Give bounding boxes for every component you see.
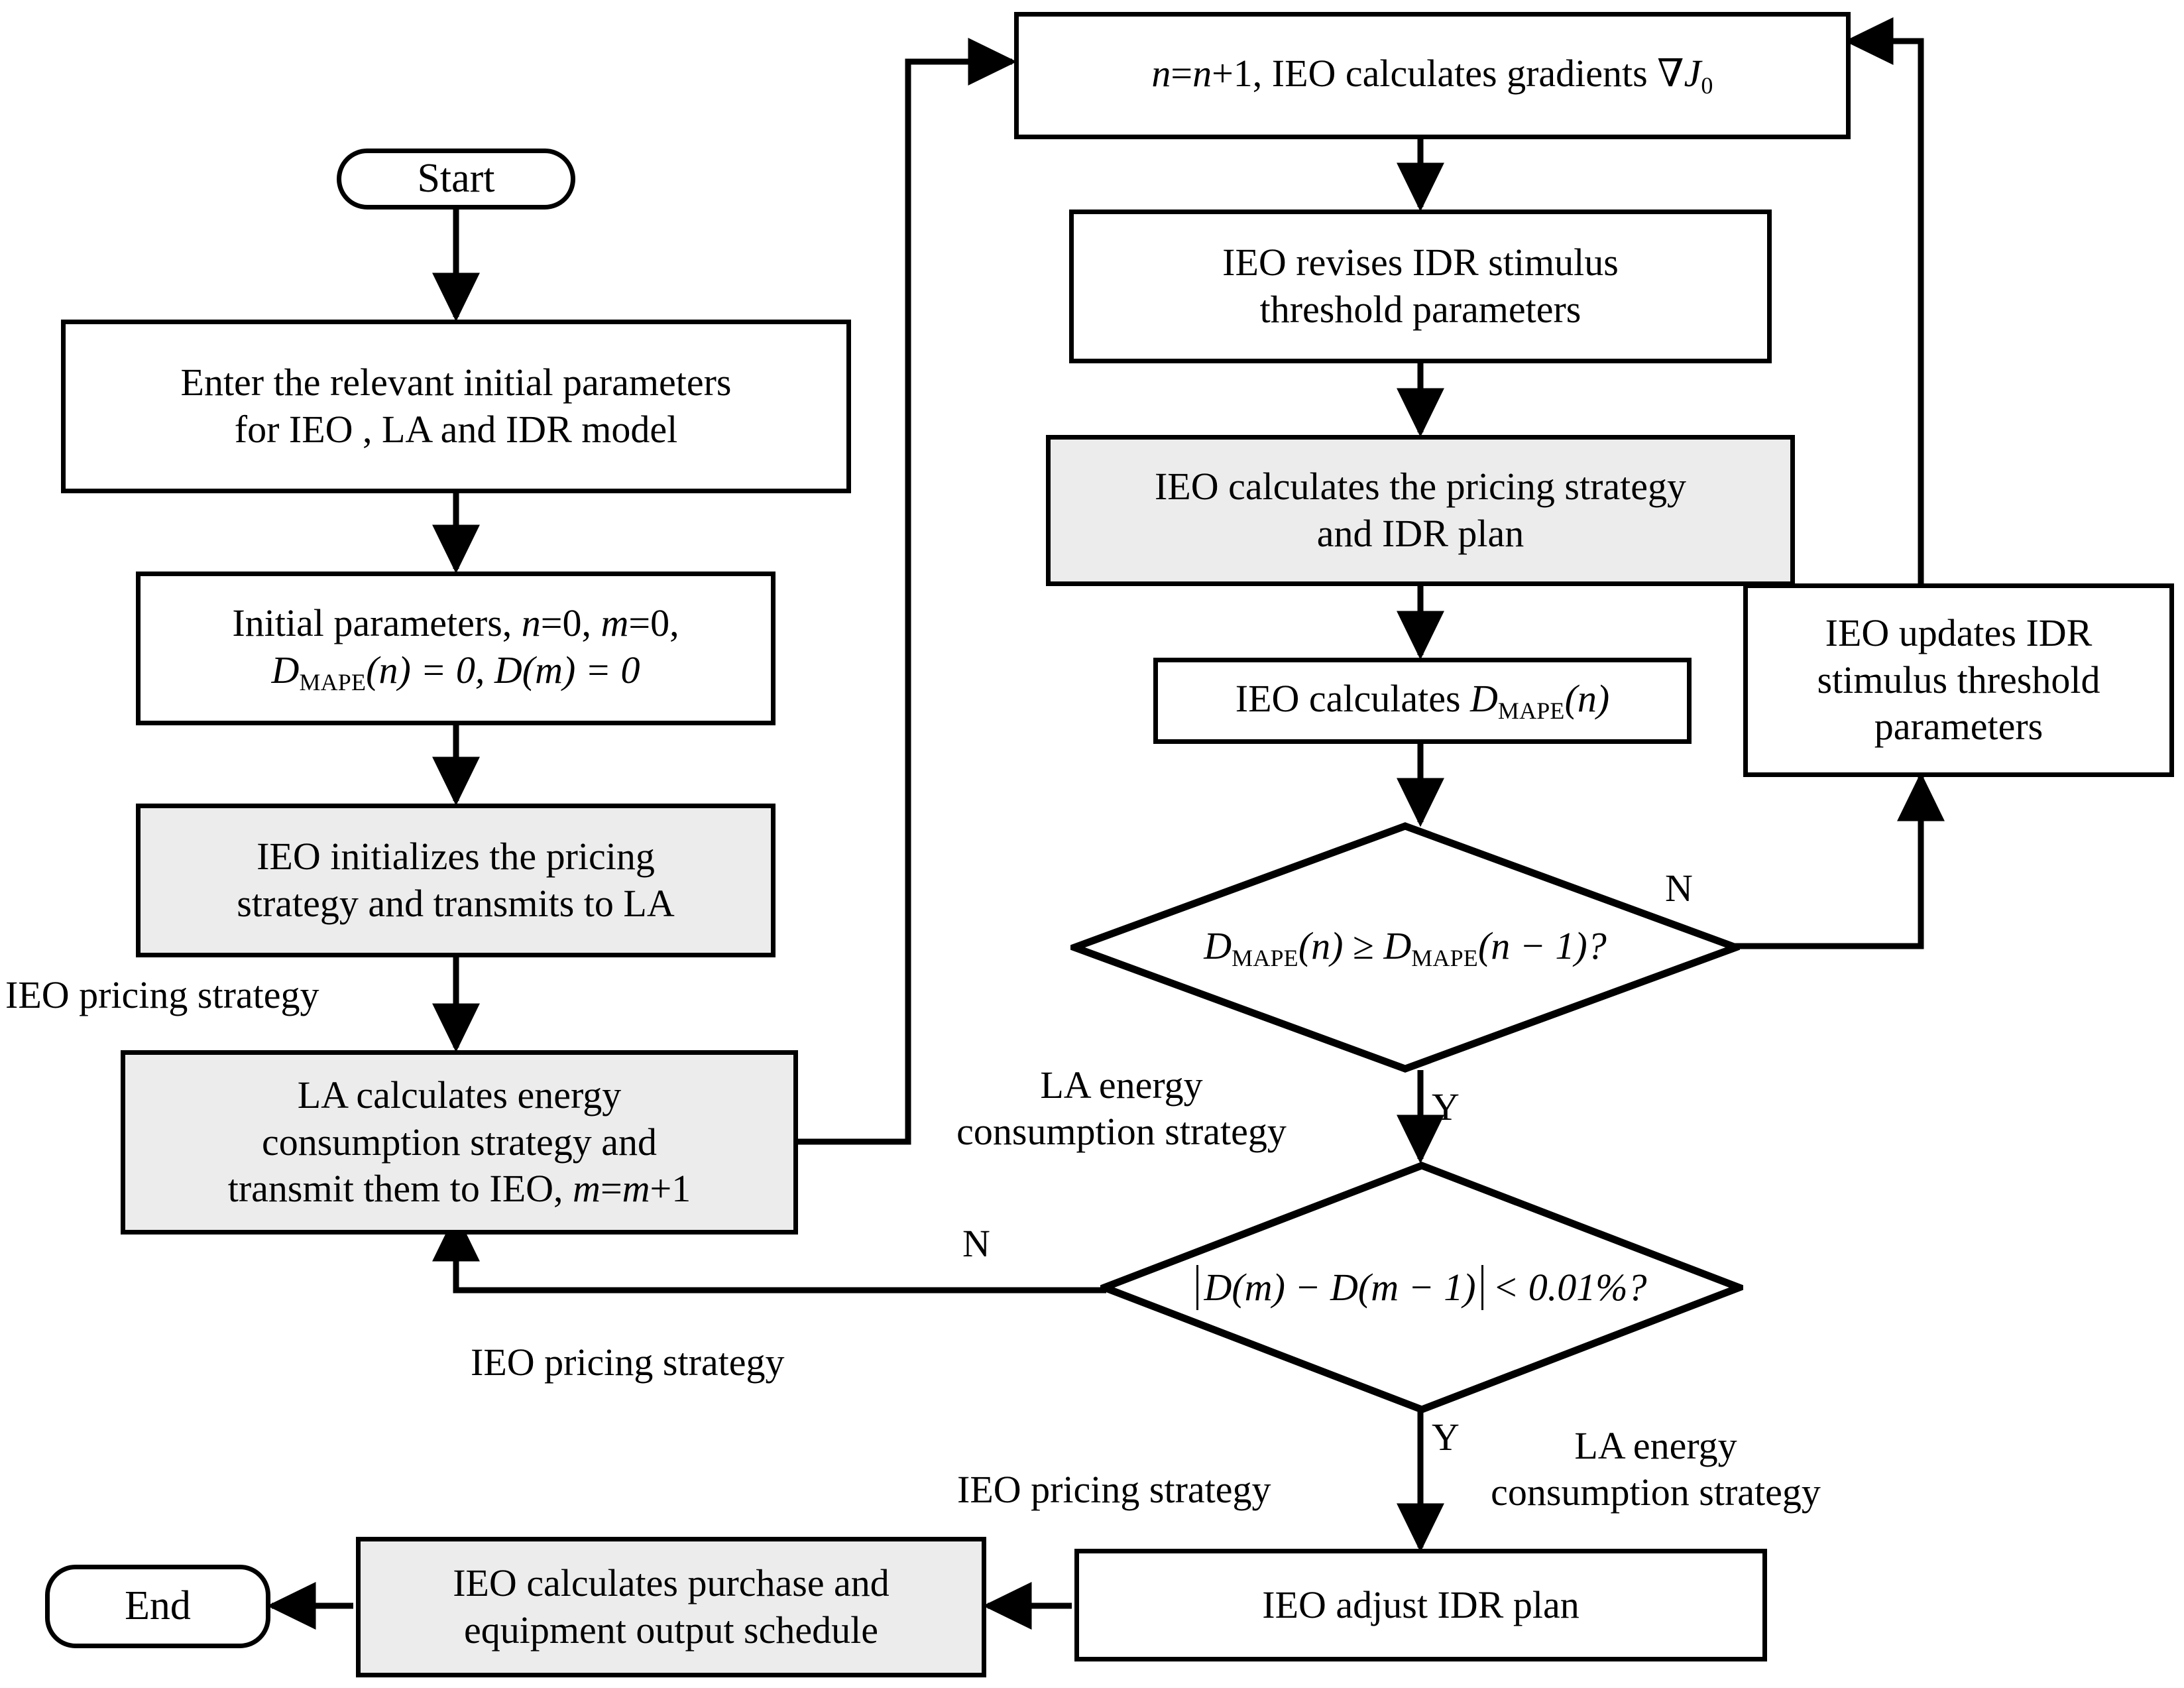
node-ieo-calculates-pricing-idr-line2: and IDR plan <box>1316 512 1524 555</box>
edge-label-la-energy-line2: consumption strategy <box>956 1109 1287 1153</box>
node-ieo-calculates-dmape-label: IEO calculates DMAPE(n) <box>1235 677 1610 724</box>
node-ieo-revises-thresholds-line1: IEO revises IDR stimulus <box>1222 241 1619 284</box>
node-n-increment-gradients[interactable]: n=n+1, IEO calculates gradients ∇J0 <box>1014 12 1851 139</box>
edge-label-la-energy-bottom-line2: consumption strategy <box>1491 1470 1821 1514</box>
node-initial-parameters-line2: DMAPE(n) = 0, D(m) = 0 <box>271 648 640 695</box>
node-end-label: End <box>125 1583 191 1629</box>
node-end[interactable]: End <box>45 1565 270 1648</box>
node-la-calculates-energy-line2: consumption strategy and <box>261 1120 657 1164</box>
edge-label-ieo-pricing-strategy-bottom: IEO pricing strategy <box>957 1468 1271 1511</box>
node-ieo-updates-thresholds-line3: parameters <box>1874 705 2043 749</box>
node-ieo-adjust-idr-plan-label: IEO adjust IDR plan <box>1262 1583 1580 1626</box>
node-ieo-revises-thresholds-line2: threshold parameters <box>1259 288 1581 331</box>
node-ieo-initializes-pricing[interactable]: IEO initializes the pricing strategy and… <box>136 804 776 957</box>
node-ieo-initializes-pricing-line1: IEO initializes the pricing <box>257 835 655 878</box>
node-decision-convergence-label: D(m) − D(m − 1) < 0.01%? <box>1196 1264 1647 1311</box>
node-start-label: Start <box>417 156 495 202</box>
node-ieo-updates-thresholds-line1: IEO updates IDR <box>1825 611 2093 654</box>
edge-label-la-energy-bottom-line1: LA energy <box>1574 1424 1737 1467</box>
node-ieo-calculates-pricing-idr-line1: IEO calculates the pricing strategy <box>1154 465 1686 509</box>
node-enter-initial-parameters-line2: for IEO , LA and IDR model <box>234 408 678 451</box>
branch-label-convergence-no: N <box>962 1222 990 1265</box>
node-decision-convergence[interactable]: D(m) − D(m − 1) < 0.01%? <box>1100 1162 1743 1414</box>
node-enter-initial-parameters[interactable]: Enter the relevant initial parameters fo… <box>61 320 851 493</box>
node-ieo-calculates-purchase[interactable]: IEO calculates purchase and equipment ou… <box>356 1537 986 1677</box>
branch-label-mape-yes: Y <box>1432 1085 1460 1128</box>
node-la-calculates-energy-line3: transmit them to IEO, m=m+1 <box>227 1167 691 1211</box>
branch-label-mape-no: N <box>1665 867 1693 910</box>
edge-label-la-energy-consumption-strategy-mid: LA energy consumption strategy <box>936 1062 1307 1154</box>
node-enter-initial-parameters-line1: Enter the relevant initial parameters <box>180 361 732 404</box>
node-ieo-calculates-pricing-idr[interactable]: IEO calculates the pricing strategy and … <box>1046 435 1795 586</box>
branch-label-convergence-yes: Y <box>1432 1416 1460 1459</box>
node-ieo-calculates-dmape[interactable]: IEO calculates DMAPE(n) <box>1153 658 1692 744</box>
edge-label-ieo-pricing-strategy-mid: IEO pricing strategy <box>471 1341 785 1384</box>
node-initial-parameters[interactable]: Initial parameters, n=0, m=0, DMAPE(n) =… <box>136 572 776 725</box>
node-ieo-calculates-purchase-line2: equipment output schedule <box>464 1608 878 1652</box>
node-start[interactable]: Start <box>337 149 575 210</box>
edge-label-la-energy-line1: LA energy <box>1040 1063 1203 1107</box>
node-decision-dmape-compare-label: DMAPE(n) ≥ DMAPE(n − 1)? <box>1204 924 1607 971</box>
node-n-increment-gradients-label: n=n+1, IEO calculates gradients ∇J0 <box>1151 52 1713 99</box>
node-ieo-initializes-pricing-line2: strategy and transmits to LA <box>237 882 675 925</box>
node-ieo-updates-thresholds[interactable]: IEO updates IDR stimulus threshold param… <box>1743 583 2174 777</box>
node-la-calculates-energy-line1: LA calculates energy <box>297 1073 622 1116</box>
edge-label-ieo-pricing-strategy-left: IEO pricing strategy <box>5 973 319 1016</box>
node-ieo-adjust-idr-plan[interactable]: IEO adjust IDR plan <box>1074 1549 1767 1661</box>
node-initial-parameters-line1: Initial parameters, n=0, m=0, <box>232 601 679 644</box>
node-ieo-calculates-purchase-line1: IEO calculates purchase and <box>453 1561 890 1605</box>
node-ieo-updates-thresholds-line2: stimulus threshold <box>1817 658 2100 701</box>
node-decision-dmape-compare[interactable]: DMAPE(n) ≥ DMAPE(n − 1)? <box>1070 822 1740 1073</box>
node-la-calculates-energy[interactable]: LA calculates energy consumption strateg… <box>121 1050 798 1235</box>
node-ieo-revises-thresholds[interactable]: IEO revises IDR stimulus threshold param… <box>1069 210 1772 363</box>
edge-label-la-energy-consumption-strategy-bottom: LA energy consumption strategy <box>1470 1423 1841 1515</box>
